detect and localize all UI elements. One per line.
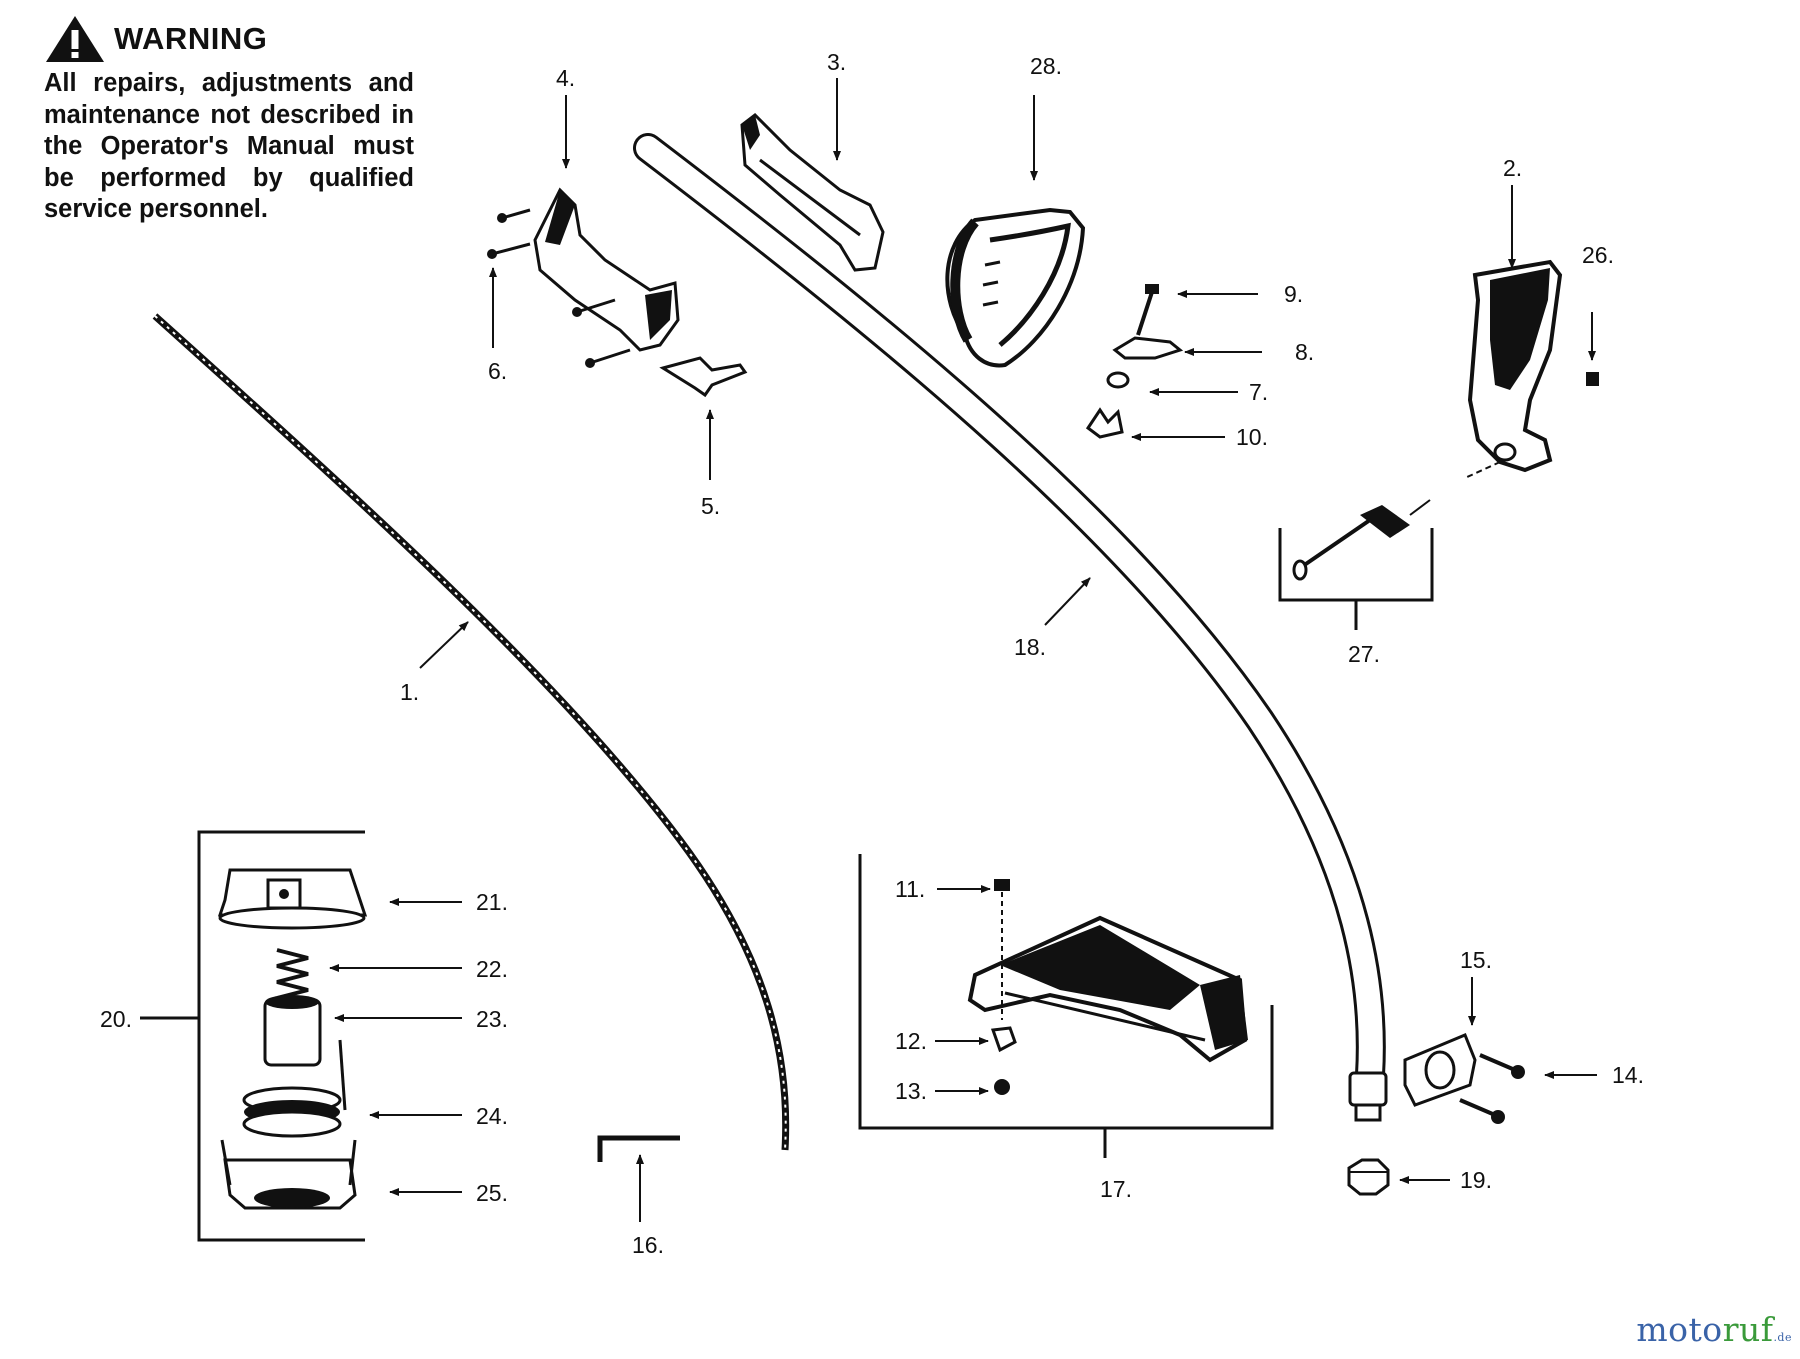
callout-22: 22.	[476, 956, 508, 982]
part-18-shaft-tube	[633, 133, 1388, 1122]
callout-11: 11.	[895, 876, 925, 902]
part-9-bolt	[1136, 284, 1159, 336]
part-23-spool-shaft	[263, 995, 347, 1111]
callout-16: 16.	[632, 1232, 664, 1258]
part-2-rear-handle	[1464, 259, 1563, 479]
callout-27: 27.	[1348, 641, 1380, 667]
warning-block: WARNING All repairs, adjustments and mai…	[44, 14, 414, 226]
callout-6: 6.	[488, 358, 507, 384]
callout-21: 21.	[476, 889, 508, 915]
callout-28: 28.	[1030, 53, 1062, 79]
callout-10: 10.	[1236, 424, 1268, 450]
part-25-housing	[220, 1139, 357, 1210]
part-17-grass-guard	[967, 915, 1248, 1063]
part-11-screw	[994, 879, 1010, 1020]
watermark-part-3: .de	[1773, 1331, 1792, 1344]
part-17-guard-group	[858, 854, 1274, 1158]
part-4-handle-half	[533, 187, 680, 352]
watermark-part-2: ruf	[1722, 1310, 1774, 1349]
callout-20: 20.	[100, 1006, 132, 1032]
callout-3: 3.	[827, 49, 846, 75]
part-12-blade	[990, 1026, 1017, 1053]
callout-12: 12.	[895, 1028, 927, 1054]
callout-8: 8.	[1295, 339, 1314, 365]
part-20-spool-head-group	[140, 830, 365, 1242]
part-22-spring	[276, 948, 309, 1000]
part-13-nut	[994, 1079, 1010, 1095]
callout-4: 4.	[556, 65, 575, 91]
part-15-clamp	[1403, 1033, 1477, 1107]
part-7-washer	[1106, 371, 1130, 389]
callout-14: 14.	[1612, 1062, 1644, 1088]
part-5-trigger	[659, 356, 748, 398]
callout-5: 5.	[701, 493, 720, 519]
callout-15: 15.	[1460, 947, 1492, 973]
part-1-drive-cable	[152, 313, 790, 1151]
callout-18: 18.	[1014, 634, 1046, 660]
callout-labels: 1. 2. 3. 4. 5. 6. 7. 8. 9. 10. 11. 12. 1…	[100, 49, 1644, 1258]
callout-2: 2.	[1503, 155, 1522, 181]
callout-23: 23.	[476, 1006, 508, 1032]
part-28-assist-handle	[945, 207, 1086, 368]
part-6-screws	[487, 208, 631, 368]
part-27-group	[1278, 499, 1434, 630]
callout-1: 1.	[400, 679, 419, 705]
watermark-part-1: moto	[1636, 1310, 1723, 1349]
warning-heading: WARNING	[44, 14, 414, 64]
callout-7: 7.	[1249, 379, 1268, 405]
part-16-hex-key	[597, 1135, 680, 1162]
part-14-screws	[1459, 1053, 1525, 1124]
part-19-nut	[1347, 1158, 1390, 1196]
warning-title: WARNING	[114, 21, 268, 56]
part-21-knob	[217, 868, 368, 930]
part-3-handle-half	[740, 113, 885, 272]
part-24-spool	[242, 1086, 342, 1138]
part-26-nut	[1586, 372, 1599, 386]
part-8-clamp	[1112, 336, 1184, 360]
callout-17: 17.	[1100, 1176, 1132, 1202]
callout-9: 9.	[1284, 281, 1303, 307]
leader-arrows	[329, 78, 1597, 1222]
part-10-wing-nut	[1085, 407, 1124, 439]
callout-25: 25.	[476, 1180, 508, 1206]
warning-text: All repairs, adjustments and maintenance…	[44, 69, 414, 223]
callout-19: 19.	[1460, 1167, 1492, 1193]
callout-26: 26.	[1582, 242, 1614, 268]
warning-triangle-icon	[46, 16, 104, 62]
callout-24: 24.	[476, 1103, 508, 1129]
callout-13: 13.	[895, 1078, 927, 1104]
watermark-logo: motoruf.de	[1636, 1310, 1792, 1349]
